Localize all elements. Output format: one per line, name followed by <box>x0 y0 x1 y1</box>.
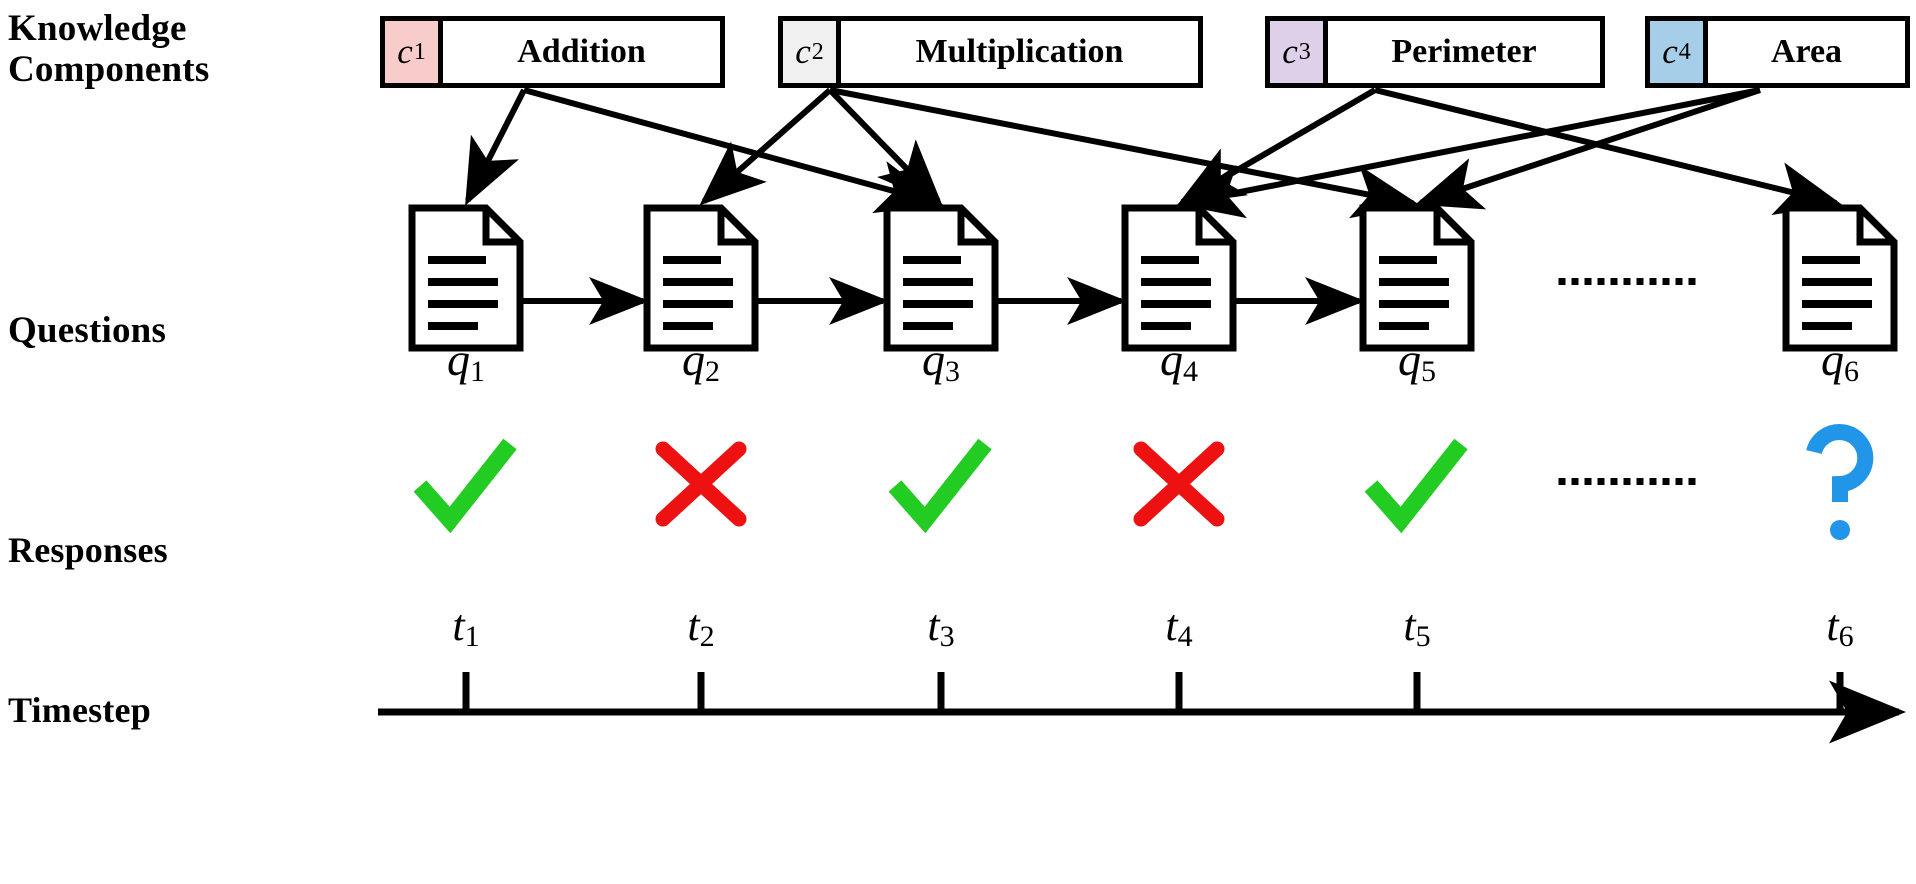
document-icon-q5[interactable] <box>1359 204 1475 352</box>
document-icon-q4[interactable] <box>1121 204 1237 352</box>
timestep-label-t6: t6 <box>1826 600 1853 654</box>
row-label-knowledge-components: Knowledge Components <box>8 8 209 91</box>
row-label-timestep: Timestep <box>8 690 151 730</box>
timestep-label-t1: t1 <box>452 600 479 654</box>
t-index: 5 <box>1415 620 1431 653</box>
t-letter: t <box>452 601 465 650</box>
kc-badge-letter: c <box>397 32 413 71</box>
edge-c2-to-q3 <box>827 87 943 206</box>
edge-c4-to-q4 <box>1177 87 1761 219</box>
row-label-questions: Questions <box>8 310 167 351</box>
q-letter: q <box>682 334 705 385</box>
ellipsis-responses <box>1558 478 1696 485</box>
document-icon-q1[interactable] <box>408 204 524 352</box>
q-index: 1 <box>470 355 485 388</box>
t-index: 1 <box>464 620 480 653</box>
question-label-q1: q1 <box>447 333 485 389</box>
t-index: 4 <box>1177 620 1193 653</box>
kc-label-line1: Knowledge <box>8 8 187 49</box>
question-label-q6: q6 <box>1821 333 1859 389</box>
t-index: 2 <box>699 620 715 653</box>
timestep-label-t4: t4 <box>1165 600 1192 654</box>
q-letter: q <box>922 334 945 385</box>
timestep-label-t2: t2 <box>687 600 714 654</box>
row-label-responses: Responses <box>8 530 168 570</box>
kc-badge-letter: c <box>1282 32 1298 71</box>
question-label-q3: q3 <box>922 333 960 389</box>
t-index: 6 <box>1838 620 1854 653</box>
edge-c2-to-q5 <box>829 87 1419 219</box>
edge-c2-to-q2 <box>699 87 832 206</box>
kc-badge-index: 2 <box>811 38 824 65</box>
cross-icon-q4[interactable] <box>1133 441 1225 527</box>
response-icons <box>413 424 1874 540</box>
question-icon-q6[interactable] <box>1806 424 1874 540</box>
edge-c3-to-q6 <box>1374 87 1842 215</box>
q-letter: q <box>1160 334 1183 385</box>
cross-icon-q2[interactable] <box>655 441 747 527</box>
kc-badge-index: 3 <box>1298 38 1311 65</box>
q-index: 3 <box>945 355 960 388</box>
ellipsis-questions <box>1558 278 1696 285</box>
ellipsis-marks <box>1558 278 1696 485</box>
kc-label-c2: Multiplication <box>915 33 1124 70</box>
document-icon-q2[interactable] <box>643 204 759 352</box>
edge-c1-to-q1 <box>465 88 527 206</box>
q-index: 5 <box>1421 355 1436 388</box>
t-letter: t <box>687 601 700 650</box>
kc-label-c4: Area <box>1770 33 1843 70</box>
t-letter: t <box>1403 601 1416 650</box>
question-label-q5: q5 <box>1398 333 1436 389</box>
t-letter: t <box>927 601 940 650</box>
check-icon-q5[interactable] <box>1364 438 1468 534</box>
kc-label-c3: Perimeter <box>1391 33 1537 70</box>
q-letter: q <box>1398 334 1421 385</box>
edge-c1-to-q3 <box>523 87 943 214</box>
t-letter: t <box>1165 601 1178 650</box>
document-icon-q3[interactable] <box>883 204 999 352</box>
q-letter: q <box>1821 334 1844 385</box>
question-label-q2: q2 <box>682 333 720 389</box>
check-icon-q1[interactable] <box>413 438 517 534</box>
question-document-icons <box>408 204 1898 352</box>
kc-badge-letter: c <box>795 32 811 71</box>
kc-label-c1: Addition <box>517 33 646 70</box>
check-icon-q3[interactable] <box>888 438 992 534</box>
q-index: 4 <box>1183 355 1198 388</box>
kc-to-question-edges <box>465 87 1842 219</box>
timestep-label-t5: t5 <box>1403 600 1430 654</box>
edge-c4-to-q5 <box>1415 87 1761 210</box>
q-letter: q <box>447 334 470 385</box>
q-index: 2 <box>705 355 720 388</box>
document-icon-q6[interactable] <box>1782 204 1898 352</box>
kc-badge-index: 1 <box>413 38 426 65</box>
t-letter: t <box>1826 601 1839 650</box>
kc-badge-letter: c <box>1662 32 1678 71</box>
kc-badge-index: 4 <box>1678 38 1691 65</box>
question-label-q4: q4 <box>1160 333 1198 389</box>
t-index: 3 <box>939 620 955 653</box>
q-index: 6 <box>1844 355 1859 388</box>
kc-label-line2: Components <box>8 49 210 91</box>
timestep-axis <box>378 672 1906 744</box>
timestep-label-t3: t3 <box>927 600 954 654</box>
